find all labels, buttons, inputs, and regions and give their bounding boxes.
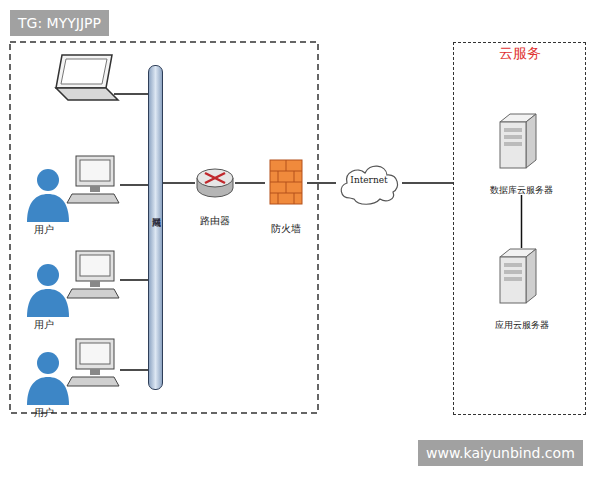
user-icon [27,156,119,222]
node-label: 云服务 [454,45,585,61]
lan-zone-border [10,42,318,413]
user-workstation: 用户 [22,150,120,235]
node-label: 防火墙 [265,223,307,235]
node-label: 用户 [34,407,54,419]
router-symbol [197,169,233,197]
node-label: 数据库云服务器 [474,185,569,195]
connector-line [163,182,195,184]
lan-bus: 局域网 [148,65,163,390]
node-label: 路由器 [195,215,235,227]
internet-cloud: Internet [336,160,402,206]
server-symbol [500,114,536,168]
user-workstation: 用户 [22,245,120,330]
watermark: TG: MYYJJPP [10,10,109,36]
cloud-server: 数据库云服务器 [474,113,569,195]
server-symbol [500,249,536,303]
node-label: 用户 [34,319,54,331]
watermark: www.kaiyunbind.com [418,440,583,466]
laptop-icon [56,55,118,100]
laptop-wire [114,93,148,95]
connector-line [120,184,148,186]
connector-line [120,369,148,371]
user-workstation: 用户 [22,333,120,418]
connector-line [521,195,523,248]
connector-line [402,182,453,184]
cloud-service-group: 云服务数据库云服务器应用云服务器 [453,42,586,415]
cloud-server: 应用云服务器 [474,248,569,330]
connector-line [235,182,265,184]
user-icon [27,251,119,317]
node-label: 应用云服务器 [474,320,569,330]
connector-line [307,182,336,184]
router-node: 路由器 [195,163,235,228]
node-label: 用户 [34,224,54,236]
connector-line [120,279,148,281]
cloud-shape [341,166,397,204]
firewall-symbol [270,160,302,204]
user-icon [27,339,119,405]
node-label: Internet [336,175,402,185]
firewall-node: 防火墙 [265,158,307,236]
